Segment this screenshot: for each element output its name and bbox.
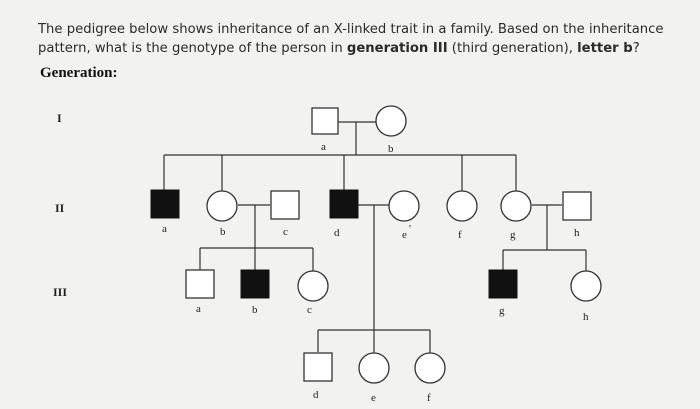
label-gen1-b: b xyxy=(388,143,394,155)
label-gen3-b: b xyxy=(252,304,258,316)
gen2-female-e xyxy=(388,190,420,222)
label-gen4-f: f xyxy=(427,392,431,404)
label-gen2-f: f xyxy=(458,229,462,241)
gen2-female-f xyxy=(446,190,478,222)
label-gen2-a: a xyxy=(162,223,167,235)
gen1-female-b xyxy=(375,105,407,137)
label-gen3-h: h xyxy=(583,311,589,323)
label-gen2-e: e xyxy=(402,229,407,241)
gen-label-3: III xyxy=(53,285,67,299)
gen3-affected-male-g xyxy=(488,269,518,299)
gen4-female-f xyxy=(414,352,446,384)
label-gen4-d: d xyxy=(313,389,319,401)
label-gen2-c: c xyxy=(283,226,288,238)
question-text: The pedigree below shows inheritance of … xyxy=(38,20,668,58)
question-part3: ? xyxy=(632,41,640,56)
gen-label-1: I xyxy=(57,111,62,125)
label-gen2-h: h xyxy=(574,227,580,239)
gen1-male-a xyxy=(311,107,339,135)
gen2-affected-male-a xyxy=(150,189,180,219)
label-gen2-e-mark: ' xyxy=(409,223,411,235)
pedigree-lines xyxy=(163,121,587,353)
question-bold-generation: generation III xyxy=(346,41,448,56)
gen2-male-h xyxy=(562,191,592,221)
label-gen4-e: e xyxy=(371,392,376,404)
question-bold-letter: letter b xyxy=(577,41,633,56)
gen2-affected-male-d xyxy=(329,189,359,219)
generation-header: Generation: xyxy=(40,65,118,81)
gen2-male-c xyxy=(270,190,300,220)
gen3-affected-male-b xyxy=(240,269,270,299)
gen-label-2: II xyxy=(55,201,65,215)
gen2-female-b xyxy=(206,190,238,222)
label-gen1-a: a xyxy=(321,141,326,153)
label-gen2-b: b xyxy=(220,226,226,238)
label-gen3-a: a xyxy=(196,303,201,315)
question-part1: The pedigree below shows inheritance of … xyxy=(38,22,664,56)
label-gen2-g: g xyxy=(510,229,516,241)
label-gen3-g: g xyxy=(499,305,505,317)
gen3-female-h xyxy=(570,270,602,302)
gen2-female-g xyxy=(500,190,532,222)
label-gen2-d: d xyxy=(334,227,340,239)
gen3-female-c xyxy=(297,270,329,302)
gen4-female-e xyxy=(358,352,390,384)
label-gen3-c: c xyxy=(307,304,312,316)
gen3-male-a xyxy=(185,269,215,299)
question-part2: (third generation), xyxy=(447,41,578,56)
gen4-male-d xyxy=(303,352,333,382)
